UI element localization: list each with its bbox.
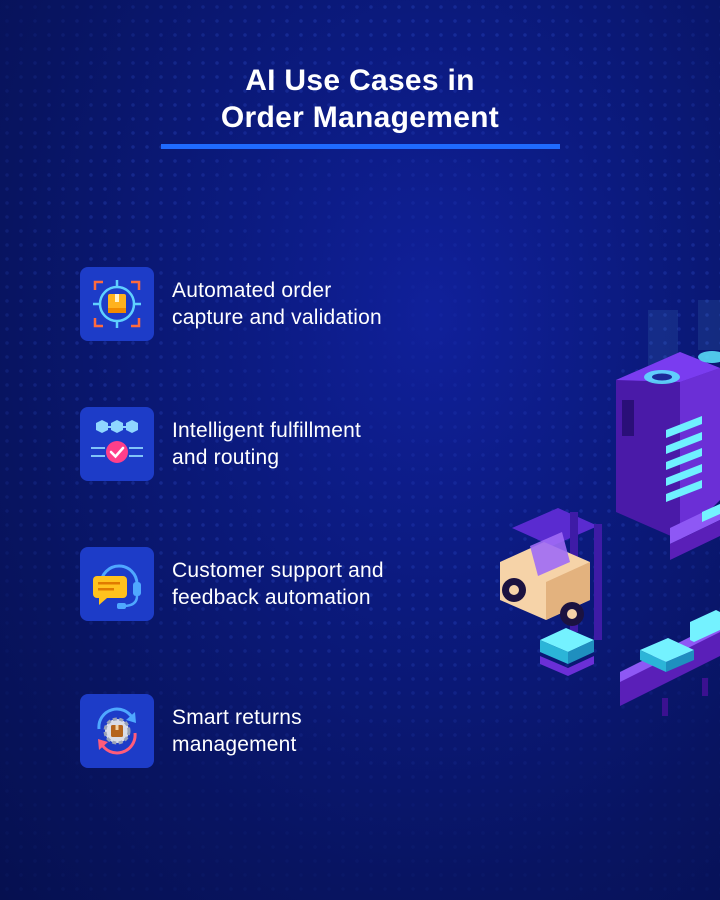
item-text: Intelligent fulfillment and routing	[172, 417, 361, 471]
item-line-2: capture and validation	[172, 306, 382, 329]
page-title: AI Use Cases in Order Management	[0, 62, 720, 136]
server-rack	[616, 351, 720, 540]
item-line-2: feedback automation	[172, 586, 371, 609]
title-line-1: AI Use Cases in	[245, 64, 475, 97]
item-line-2: and routing	[172, 446, 280, 469]
conveyor-belt	[620, 504, 720, 716]
item-text: Smart returns management	[172, 704, 302, 758]
item-line-1: Automated order	[172, 279, 332, 302]
warehouse-illustration	[500, 300, 720, 716]
order-capture-icon	[80, 267, 154, 341]
conveyor-boxes	[640, 504, 720, 672]
item-text: Customer support and feedback automation	[172, 557, 384, 611]
item-text: Automated order capture and validation	[172, 277, 382, 331]
list-item-customer-support: Customer support and feedback automation	[80, 547, 384, 621]
fulfillment-routing-icon	[80, 407, 154, 481]
item-line-1: Customer support and	[172, 559, 384, 582]
title-line-2: Order Management	[220, 101, 500, 134]
title-underline	[161, 144, 560, 149]
forklift	[500, 508, 602, 640]
returns-icon	[80, 694, 154, 768]
item-line-1: Intelligent fulfillment	[172, 419, 362, 442]
list-item-smart-returns: Smart returns management	[80, 694, 302, 768]
list-item-order-capture: Automated order capture and validation	[80, 267, 382, 341]
item-line-1: Smart returns	[172, 706, 302, 729]
customer-support-icon	[80, 547, 154, 621]
item-line-2: management	[172, 733, 297, 756]
pallet-box	[540, 628, 594, 676]
list-item-fulfillment: Intelligent fulfillment and routing	[80, 407, 361, 481]
